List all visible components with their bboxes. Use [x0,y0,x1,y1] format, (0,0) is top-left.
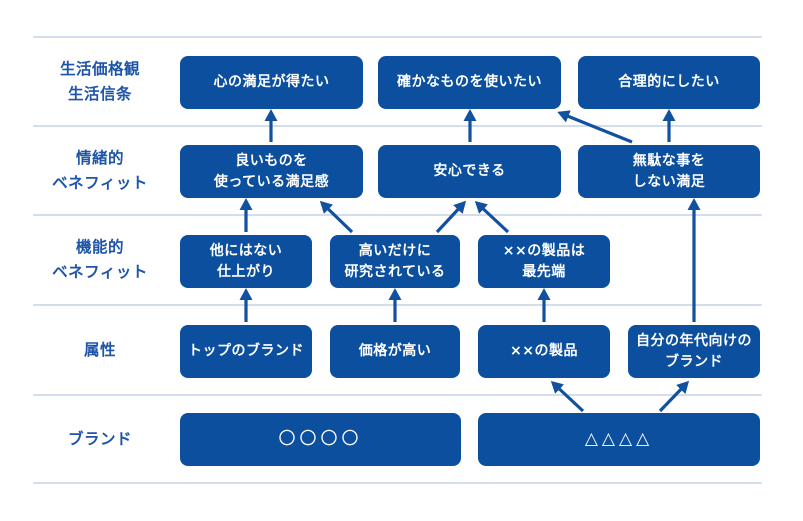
edge-emotional_3-to-value_2 [557,110,633,144]
node-emotional-3: 無駄な事を しない満足 [578,145,760,198]
node-value-3: 合理的にしたい [578,56,760,109]
node-attribute-4: 自分の年代向けの ブランド [628,325,760,378]
edge-functional_3-to-emotional_2 [474,200,510,234]
node-functional-1: 他にはない 仕上がり [180,235,312,288]
edge-functional_2-to-emotional_2 [435,200,467,234]
separator-line-2 [33,125,762,127]
separator-line-4 [33,304,762,306]
node-value-1: 心の満足が得たい [180,56,363,109]
node-brand-1: 〇〇〇〇 [180,413,461,466]
separator-line-3 [33,214,762,216]
row-label-brand: ブランド [67,429,132,448]
node-functional-3: ××の製品は 最先端 [478,235,610,288]
row-label-attribute: 属性 [83,340,116,359]
node-attribute-3: ××の製品 [478,325,610,378]
node-brand-2: △△△△ [478,413,760,466]
edge-brand_2-to-attribute_4 [658,380,690,413]
edge-brand_2-to-attribute_3 [550,380,585,413]
node-emotional-1: 良いものを 使っている満足感 [180,145,363,198]
row-label-functional-benefit: 機能的 ベネフィット [52,238,148,281]
node-emotional-2: 安心できる [378,145,561,198]
node-value-2: 確かなものを使いたい [378,56,561,109]
row-label-emotional-benefit: 情緒的 ベネフィット [52,148,148,192]
separator-line-1 [33,36,762,38]
node-attribute-1: トップのブランド [180,325,312,378]
separator-line-5 [33,394,762,396]
edge-functional_2-to-emotional_1 [319,200,354,234]
row-label-life-values: 生活価格観 生活信条 [59,59,140,103]
node-attribute-2: 価格が高い [330,325,460,378]
separator-line-6 [33,482,762,484]
node-functional-2: 高いだけに 研究されている [330,235,460,288]
